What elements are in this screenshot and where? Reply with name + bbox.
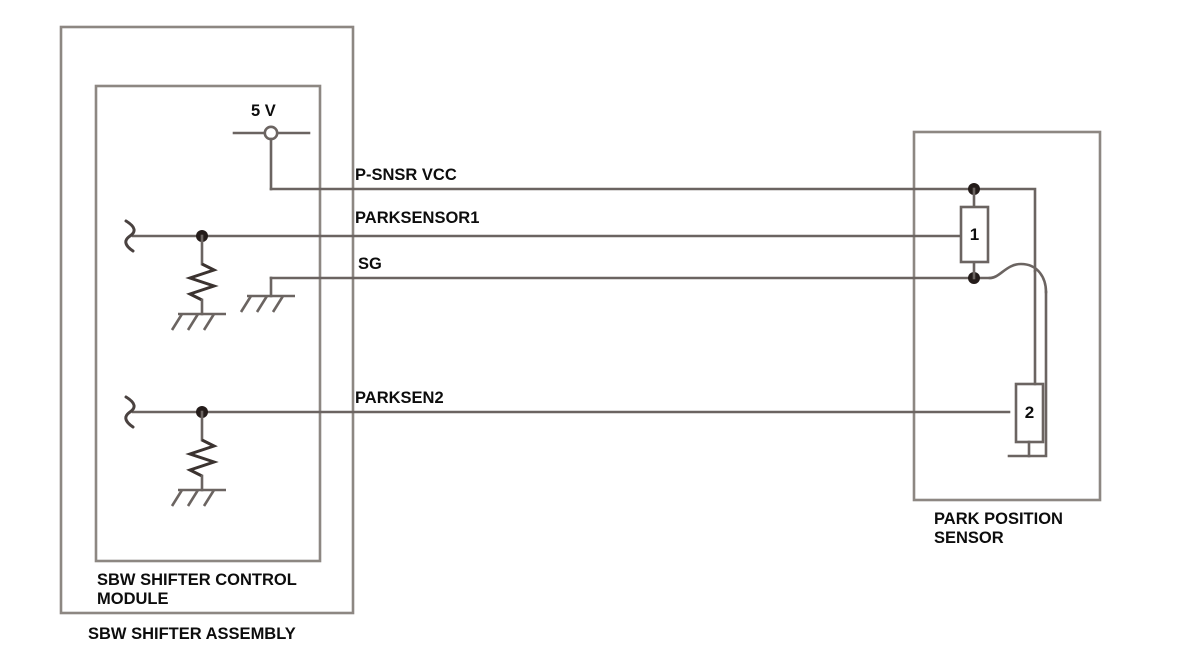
wire-label-sg: SG xyxy=(358,255,382,273)
supply-node-icon xyxy=(263,125,279,141)
park-position-sensor-label: PARK POSITION SENSOR xyxy=(934,510,1063,548)
wire-label-parksen2: PARKSEN2 xyxy=(355,389,444,407)
supply-5v-label: 5 V xyxy=(251,102,276,120)
sbw-shifter-control-module-box xyxy=(94,84,322,563)
connector-squiggle-parksen2 xyxy=(124,395,136,429)
sbw-shifter-assembly-box xyxy=(59,25,355,615)
chassis-ground-sg xyxy=(239,294,295,313)
sensor-terminal-1-label: 1 xyxy=(969,225,980,244)
wire-sg xyxy=(269,260,1048,458)
connector-squiggle-parksensor1 xyxy=(124,219,136,253)
wire-label-p-snsr-vcc: P-SNSR VCC xyxy=(355,166,457,184)
chassis-ground-pullup1 xyxy=(170,312,226,331)
wire-label-parksensor1: PARKSENSOR1 xyxy=(355,209,480,227)
sbw-shifter-assembly-label: SBW SHIFTER ASSEMBLY xyxy=(88,625,296,643)
sensor-terminal-2-label: 2 xyxy=(1024,403,1035,422)
supply-5v-symbol xyxy=(232,125,311,141)
park-position-sensor-box xyxy=(912,130,1102,502)
wire-p-snsr-vcc xyxy=(269,137,1037,273)
pullup-resistor-1 xyxy=(170,230,226,331)
sbw-shifter-control-module-label: SBW SHIFTER CONTROL MODULE xyxy=(97,571,297,609)
chassis-ground-pullup2 xyxy=(170,488,226,507)
pullup-resistor-2 xyxy=(170,406,226,507)
sensor-terminal-1-box xyxy=(959,205,990,264)
